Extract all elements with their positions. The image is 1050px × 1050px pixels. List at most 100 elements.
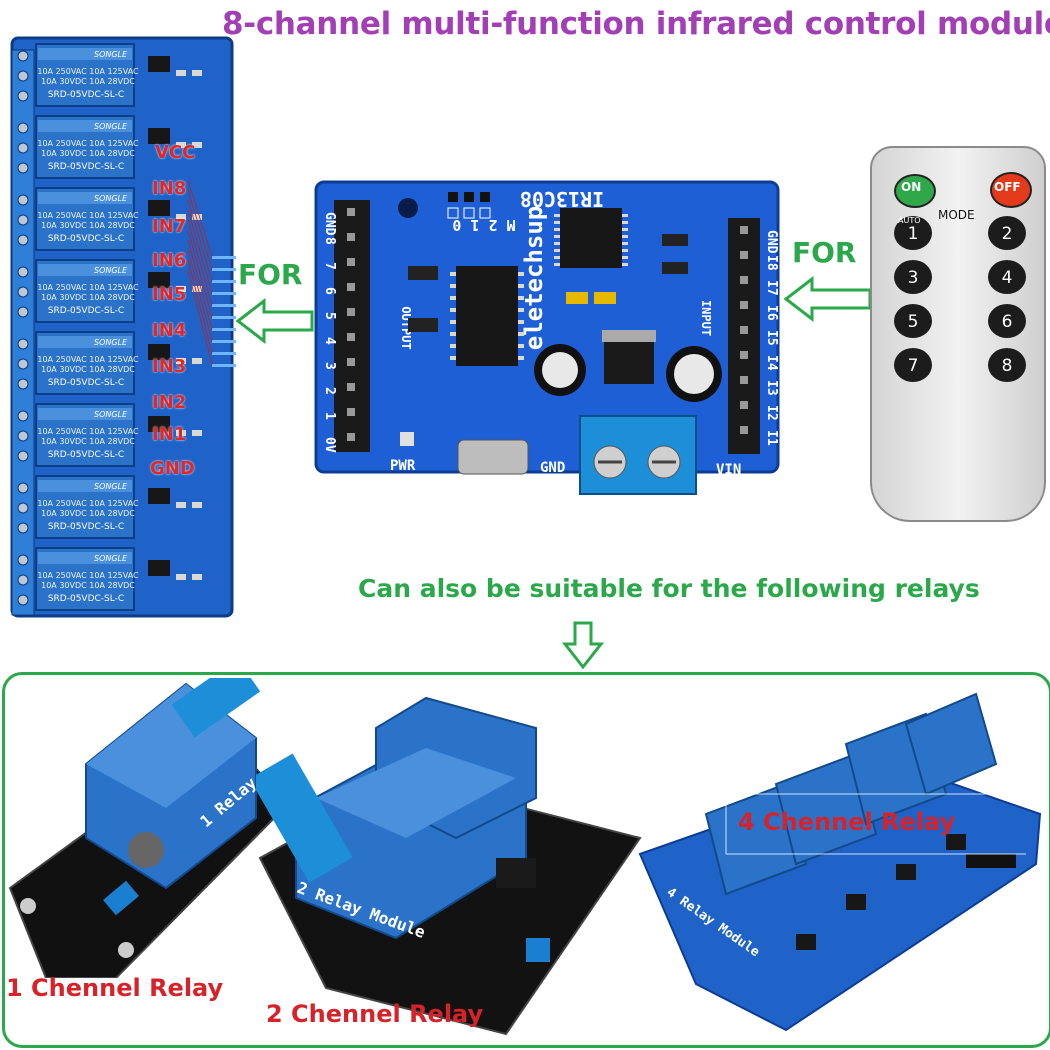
relay-4ch-image: 4 Relay Module [638, 692, 1042, 1032]
svg-text:10A 250VAC 10A 125VAC: 10A 250VAC 10A 125VAC [37, 499, 139, 508]
input-pin-label: I1 [764, 430, 779, 446]
input-pin-label: I3 [764, 380, 779, 396]
terminal-screw [17, 70, 29, 82]
pin-label: IN3 [152, 356, 187, 377]
pin-label: IN4 [152, 320, 187, 341]
terminal-screw [17, 266, 29, 278]
svg-text:SRD-05VDC-SL-C: SRD-05VDC-SL-C [48, 594, 124, 604]
for-label-right: FOR [792, 236, 857, 269]
output-pin-label: 3 [322, 362, 337, 370]
terminal-screw [17, 234, 29, 246]
svg-text:SRD-05VDC-SL-C: SRD-05VDC-SL-C [48, 90, 124, 100]
pin-label: IN1 [152, 424, 187, 445]
terminal-screw [17, 430, 29, 442]
output-label: OUTPUT [399, 306, 413, 349]
svg-text:10A 30VDC 10A 28VDC: 10A 30VDC 10A 28VDC [41, 293, 135, 302]
jumper-label: M 2 1 0 [452, 216, 515, 234]
terminal-screw [17, 122, 29, 134]
pin-label: IN8 [152, 178, 187, 199]
svg-text:10A 250VAC 10A 125VAC: 10A 250VAC 10A 125VAC [37, 139, 139, 148]
svg-text:SONGLE: SONGLE [94, 266, 128, 275]
terminal-screw [17, 194, 29, 206]
pin-label: IN5 [152, 284, 187, 305]
mode-label: MODE [938, 208, 975, 222]
pin-label: VCC [155, 142, 196, 163]
relay4-caption: 4 Chennel Relay [738, 808, 956, 836]
off-label: OFF [994, 180, 1021, 194]
input-pin-label: I5 [764, 330, 779, 346]
remote-key-7[interactable]: 7 [894, 348, 932, 382]
suitable-text: Can also be suitable for the following r… [358, 574, 980, 603]
pin-label: IN6 [152, 250, 187, 271]
remote-key-5[interactable]: 5 [894, 304, 932, 338]
svg-text:SONGLE: SONGLE [94, 482, 128, 491]
svg-text:SRD-05VDC-SL-C: SRD-05VDC-SL-C [48, 378, 124, 388]
svg-text:10A 30VDC 10A 28VDC: 10A 30VDC 10A 28VDC [41, 509, 135, 518]
remote-key-4[interactable]: 4 [988, 260, 1026, 294]
auto-label: AUTO [898, 216, 921, 225]
terminal-screw [17, 410, 29, 422]
input-pin-label: I6 [764, 305, 779, 321]
terminal-screw [17, 50, 29, 62]
output-pin-label: 7 [322, 262, 337, 270]
remote-key-1[interactable]: 1 [894, 216, 932, 250]
svg-text:SRD-05VDC-SL-C: SRD-05VDC-SL-C [48, 234, 124, 244]
terminal-screw [17, 482, 29, 494]
relay-2ch-image: 2 Relay Module [256, 696, 642, 1036]
terminal-screw [17, 90, 29, 102]
module-model: IR13C08 [520, 187, 604, 211]
output-pin-label: 5 [322, 312, 337, 320]
off-button[interactable] [990, 172, 1032, 208]
terminal-screw [17, 574, 29, 586]
for-label-left: FOR [238, 258, 303, 291]
relay1-caption: 1 Chennel Relay [6, 974, 224, 1002]
pwr-label: PWR [390, 458, 416, 474]
terminal-screw [17, 358, 29, 370]
svg-text:SRD-05VDC-SL-C: SRD-05VDC-SL-C [48, 522, 124, 532]
input-pin-label: I2 [764, 405, 779, 421]
output-pin-label: 4 [322, 337, 337, 345]
output-pin-label: 6 [322, 287, 337, 295]
remote-key-3[interactable]: 3 [894, 260, 932, 294]
input-pin-label: I8 [764, 255, 779, 271]
svg-text:10A 250VAC 10A 125VAC: 10A 250VAC 10A 125VAC [37, 283, 139, 292]
terminal-screw [17, 522, 29, 534]
pin-label: IN7 [152, 216, 187, 237]
terminal-screw [17, 554, 29, 566]
remote-key-6[interactable]: 6 [988, 304, 1026, 338]
terminal-screw [17, 338, 29, 350]
svg-text:SRD-05VDC-SL-C: SRD-05VDC-SL-C [48, 450, 124, 460]
remote-key-2[interactable]: 2 [988, 216, 1026, 250]
input-label: INPUT [699, 300, 713, 336]
terminal-screw [17, 306, 29, 318]
svg-text:10A 250VAC 10A 125VAC: 10A 250VAC 10A 125VAC [37, 67, 139, 76]
svg-text:10A 250VAC 10A 125VAC: 10A 250VAC 10A 125VAC [37, 427, 139, 436]
terminal-screw [17, 286, 29, 298]
output-pin-label: 2 [322, 387, 337, 395]
remote-key-8[interactable]: 8 [988, 348, 1026, 382]
terminal-screw [17, 162, 29, 174]
output-pin-label: 8 [322, 237, 337, 245]
svg-text:10A 30VDC 10A 28VDC: 10A 30VDC 10A 28VDC [41, 77, 135, 86]
module-brand: eletechsup [520, 206, 548, 351]
pin-label: IN2 [152, 392, 187, 413]
output-pin-label: GND [322, 212, 337, 236]
gnd-label: GND [540, 460, 565, 476]
terminal-screw [17, 450, 29, 462]
arrow-down-icon [562, 621, 604, 670]
svg-text:10A 250VAC 10A 125VAC: 10A 250VAC 10A 125VAC [37, 211, 139, 220]
terminal-screw [17, 594, 29, 606]
svg-text:10A 30VDC 10A 28VDC: 10A 30VDC 10A 28VDC [41, 437, 135, 446]
on-button[interactable] [894, 174, 936, 208]
terminal-screw [17, 378, 29, 390]
svg-text:SONGLE: SONGLE [94, 122, 128, 131]
svg-text:SONGLE: SONGLE [94, 194, 128, 203]
svg-text:SRD-05VDC-SL-C: SRD-05VDC-SL-C [48, 306, 124, 316]
input-pin-label: I4 [764, 355, 779, 371]
